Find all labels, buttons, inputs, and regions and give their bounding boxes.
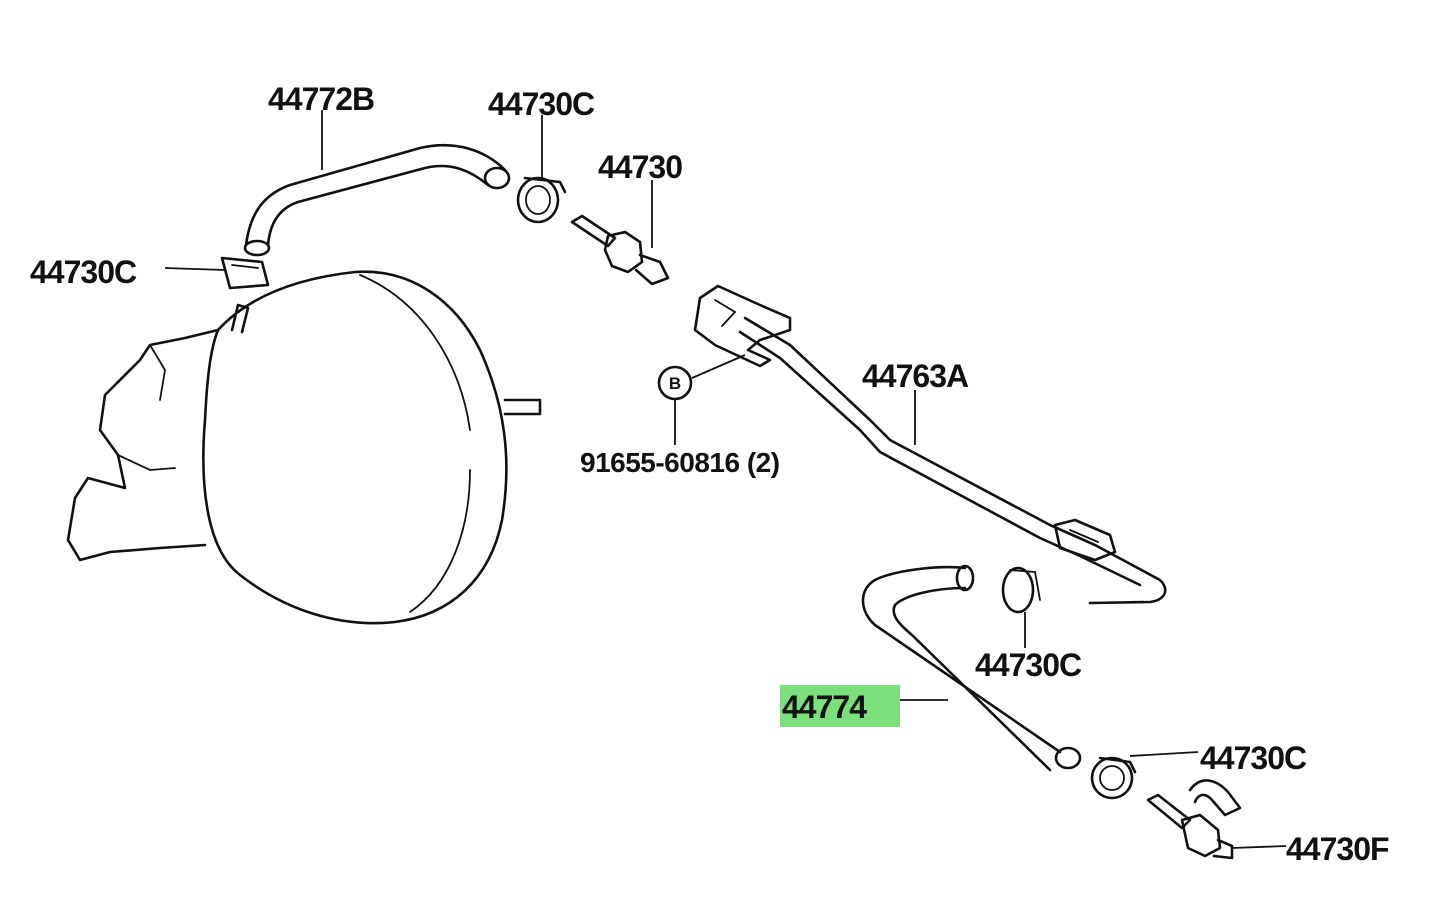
- clamp-mid: [1001, 566, 1041, 614]
- upper-hose: [243, 143, 511, 257]
- label-hose-lower: 44774: [782, 689, 867, 725]
- bolt-marker: B: [657, 365, 693, 401]
- check-valve-top: [570, 214, 670, 286]
- clamp-lower: [1090, 756, 1137, 800]
- label-clamp-mid: 44730C: [975, 647, 1082, 683]
- label-clamp-lower: 44730C: [1200, 740, 1307, 776]
- clamp-left: [220, 256, 270, 290]
- lower-hose: [861, 564, 1082, 772]
- label-bolt: 91655-60816 (2): [580, 447, 780, 478]
- label-clamp-top: 44730C: [488, 86, 595, 122]
- check-valve-lower: [1146, 779, 1242, 860]
- label-valve-lower: 44730F: [1286, 831, 1389, 867]
- label-pipe: 44763A: [862, 358, 969, 394]
- vacuum-pipe: [693, 284, 1167, 605]
- label-clamp-left: 44730C: [30, 254, 137, 290]
- clamp-top: [516, 176, 567, 224]
- label-valve-top: 44730: [598, 149, 682, 185]
- label-hose-upper: 44772B: [268, 81, 374, 117]
- leader-lines: [164, 110, 1287, 849]
- bolt-marker-letter: B: [669, 374, 681, 393]
- highlight-box: [780, 685, 900, 727]
- brake-booster: [66, 270, 542, 625]
